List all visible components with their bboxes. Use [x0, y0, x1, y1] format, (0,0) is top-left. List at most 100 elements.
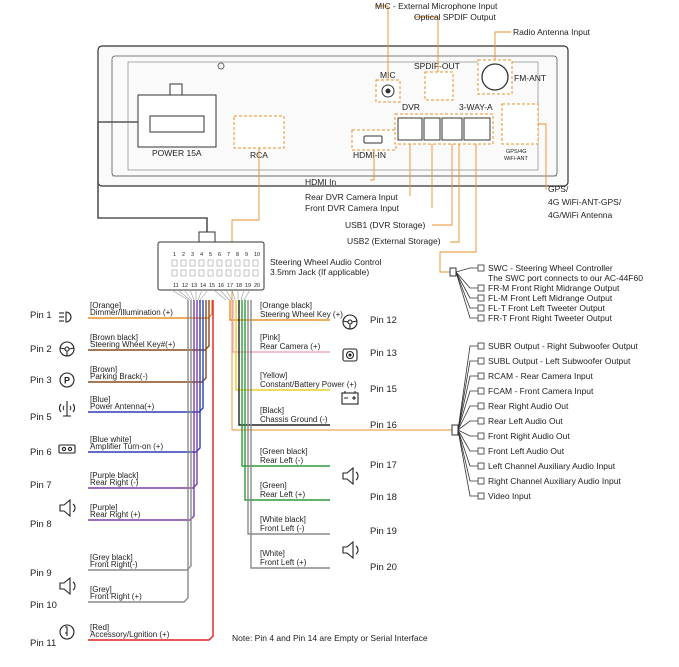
rca-output-label: Left Channel Auxiliary Audio Input [488, 461, 616, 471]
swc-branch-terminal [477, 264, 485, 272]
rca-output-label: RCAM - Rear Camera Input [488, 371, 594, 381]
wire-5 [88, 300, 201, 453]
camera-icon [342, 348, 358, 362]
gps-callout [538, 123, 547, 190]
harness-strand [231, 289, 236, 301]
usb1-callout [432, 144, 453, 226]
harness-pin-cavity [198, 269, 205, 277]
mic-jack-center [385, 88, 391, 94]
swc-output-label: SWC - Steering Wheel Controller [488, 263, 613, 273]
head-unit: POWER 15A RCA HDMI-IN MIC SPDIF-OUT FM-A… [97, 45, 569, 187]
rca-branch-terminal [477, 432, 485, 440]
harness-pin-cavity [225, 269, 232, 277]
rca-branch-lead [457, 429, 478, 497]
wire-right-4 [238, 300, 330, 426]
harness-pin-number: 18 [236, 283, 242, 289]
pin-number-label: Pin 7 [30, 480, 52, 491]
pin-color-label: [Purple black] [90, 471, 138, 480]
dvr-port-1 [397, 117, 423, 141]
harness-strand [240, 289, 245, 301]
rca-branch-terminal [477, 477, 485, 485]
battery-icon [341, 391, 359, 405]
pin-function-label: Amplifier Turn-on (+) [90, 442, 163, 451]
power-label: POWER 15A [152, 148, 202, 158]
speaker-icon [59, 498, 76, 518]
hdmi-port [363, 135, 383, 144]
pin-number-label: Pin 5 [30, 412, 52, 423]
swc-branch-lead [455, 271, 478, 319]
hdmi-label: HDMI-IN [353, 150, 386, 160]
speaker-icon [59, 576, 76, 596]
pin-function-label: Rear Left (+) [260, 490, 305, 499]
pin-function-label: Power Antenna(+) [90, 402, 155, 411]
pin-function-label: Front Right (+) [90, 592, 142, 601]
three-way-port-1 [441, 117, 463, 141]
harness-strand [199, 289, 209, 301]
rca-branch-lead [457, 345, 478, 431]
gps-out-label-2: 4G WiFi-ANT-GPS/ [548, 197, 622, 207]
pin-color-label: [White] [260, 549, 285, 558]
mic-callout [375, 5, 389, 80]
pin-number-label: Pin 20 [370, 562, 397, 573]
pin-number-label: Pin 3 [30, 375, 52, 386]
pin-color-label: [Blue white] [90, 435, 131, 444]
rca-branch-terminal [477, 357, 485, 365]
right-pin-group: [Orange black]Steering Wheel Key (+)Pin … [260, 301, 397, 573]
swc-branch-terminal [477, 284, 485, 292]
rear-dvr-label: Rear DVR Camera Input [305, 192, 398, 202]
harness-strand [213, 289, 227, 301]
swc-branch-callout [439, 144, 477, 273]
harness-strand [171, 289, 189, 301]
front-dvr-label: Front DVR Camera Input [305, 203, 400, 213]
rca-branch-terminal [477, 462, 485, 470]
harness-pin-cavity [243, 259, 250, 267]
pin-number-label: Pin 19 [370, 526, 397, 537]
rca-branch-terminal [477, 402, 485, 410]
power-connector-latch [169, 83, 183, 96]
harness-pin-cavity [225, 259, 232, 267]
radio-callout-label: Radio Antenna Input [513, 27, 591, 37]
pin-color-label: [Brown] [90, 365, 117, 374]
pin-function-label: Dimmer/Illumination (+) [90, 308, 173, 317]
pin-color-label: [Grey] [90, 585, 112, 594]
fm-ant-port [481, 63, 509, 91]
harness-pin-number: 13 [191, 283, 197, 289]
pin-number-label: Pin 17 [370, 460, 397, 471]
harness-pin-cavity [252, 259, 259, 267]
pin-function-label: Steering Wheel Key (+) [260, 310, 343, 319]
swc-jack-label-2: 3.5mm Jack (If applicable) [270, 267, 369, 277]
harness-pin-number: 1 [173, 252, 176, 258]
harness-pin-cavity [216, 269, 223, 277]
pin-function-label: Accessory/Lgnition (+) [90, 630, 170, 639]
rca-output-label: FCAM - Front Camera Input [488, 386, 594, 396]
swc-output-label: The SWC port connects to our AC-44F60 [488, 273, 643, 283]
rca-branch-lead [457, 429, 478, 452]
harness-strand [243, 289, 251, 301]
rca-branch-lead [457, 429, 478, 482]
harness-pin-number: 17 [227, 283, 233, 289]
usb2-label: USB2 (External Storage) [347, 236, 441, 246]
harness-pin-number: 19 [245, 283, 251, 289]
gps-port [501, 103, 539, 145]
harness-pin-number: 12 [182, 283, 188, 289]
amplifier-icon [58, 444, 76, 454]
harness-pin-cavity [243, 269, 250, 277]
wire-9 [88, 300, 189, 603]
harness-pin-number: 9 [245, 252, 248, 258]
pin-function-label: Front Left (+) [260, 558, 307, 567]
wire-2 [88, 300, 210, 351]
pin-number-label: Pin 6 [30, 447, 52, 458]
pin-number-label: Pin 13 [370, 348, 397, 359]
gps-out-label-1: GPS/ [548, 184, 569, 194]
harness-latch [198, 231, 216, 243]
swc-branch-lead [455, 271, 478, 289]
dvr-port-2 [423, 117, 441, 141]
harness-pin-cavity [198, 259, 205, 267]
radio-callout [494, 31, 511, 60]
pin-number-label: Pin 2 [30, 344, 52, 355]
harness-pin-number: 3 [191, 252, 194, 258]
wire-right-5 [241, 300, 330, 467]
spdif-port [424, 71, 454, 101]
wire-8 [88, 300, 192, 571]
screw-hole [217, 62, 225, 70]
